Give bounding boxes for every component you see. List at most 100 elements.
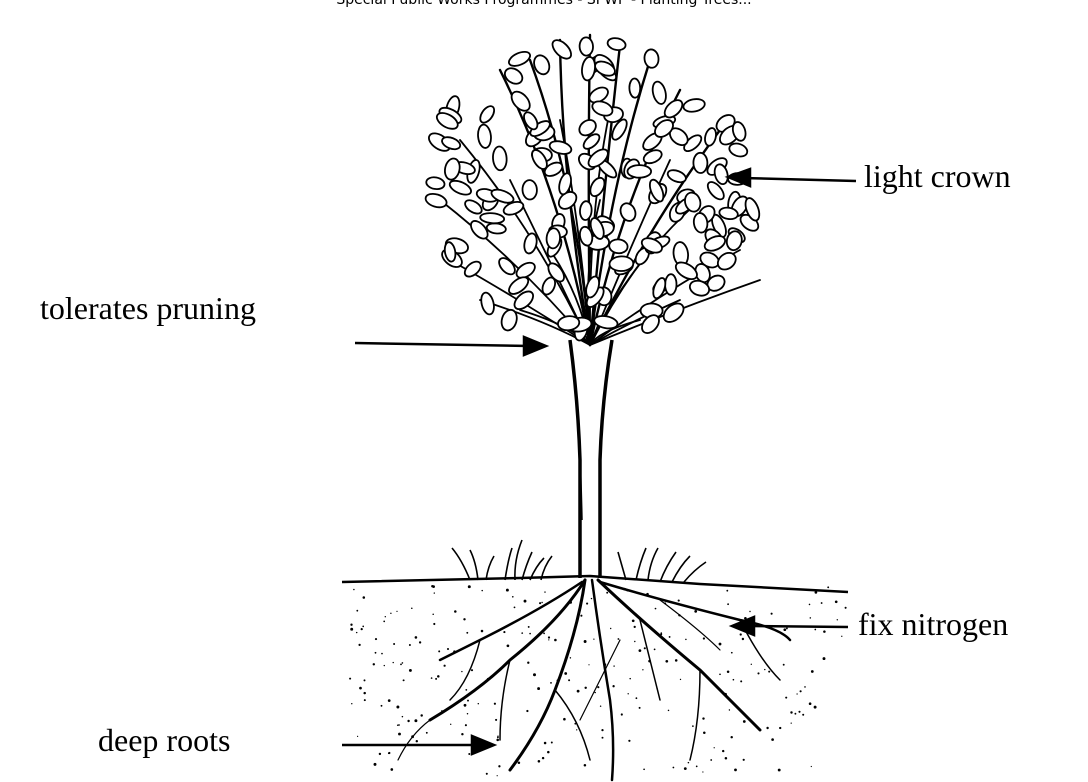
soil-speck: [786, 627, 788, 629]
soil-speck: [539, 602, 541, 604]
soil-speck: [586, 603, 588, 605]
leaf: [609, 256, 633, 271]
soil-speck: [396, 706, 399, 709]
leaf: [666, 168, 688, 185]
soil-speck: [529, 633, 531, 635]
soil-speck: [468, 585, 471, 588]
soil-speck: [518, 762, 521, 765]
soil-speck: [668, 710, 670, 712]
soil-speck: [714, 747, 715, 748]
soil-speck: [437, 675, 440, 678]
soil-speck: [811, 670, 814, 673]
leaf: [546, 228, 561, 249]
soil-speck: [548, 636, 550, 638]
soil-speck: [393, 643, 395, 645]
soil-speck: [665, 660, 668, 663]
soil-speck: [373, 663, 375, 665]
soil-speck: [678, 600, 680, 602]
soil-speck: [602, 737, 604, 739]
soil-speck: [779, 727, 781, 729]
soil-speck: [644, 647, 646, 649]
soil-speck: [388, 753, 389, 754]
tree-roots: [398, 580, 790, 780]
leaf: [665, 274, 677, 295]
soil-speck: [528, 626, 530, 628]
soil-speck: [790, 711, 792, 713]
soil-speck: [450, 724, 451, 725]
leaf: [522, 232, 538, 255]
soil-speck: [494, 703, 496, 705]
soil-speck: [351, 703, 352, 704]
soil-speck: [444, 665, 446, 667]
soil-speck: [685, 639, 687, 641]
soil-speck: [719, 673, 721, 675]
soil-speck: [621, 713, 623, 715]
soil-speck: [815, 591, 818, 594]
soil-speck: [465, 724, 467, 726]
soil-speck: [584, 764, 587, 767]
soil-speck: [702, 717, 704, 719]
soil-speck: [407, 720, 409, 722]
soil-speck: [447, 648, 449, 650]
soil-speck: [703, 731, 706, 734]
soil-speck: [588, 664, 589, 665]
soil-speck: [597, 686, 599, 688]
soil-speck: [468, 753, 470, 755]
soil-speck: [526, 710, 528, 712]
leaf: [644, 49, 660, 69]
soil-speck: [358, 644, 360, 646]
soil-speck: [809, 702, 812, 705]
soil-speck: [398, 733, 401, 736]
soil-speck: [766, 727, 768, 729]
soil-speck: [381, 705, 383, 707]
soil-speck: [548, 639, 549, 640]
leaf: [463, 197, 484, 216]
soil-speck: [639, 649, 642, 652]
soil-speck: [601, 729, 603, 731]
soil-speck: [675, 659, 678, 662]
soil-speck: [794, 713, 796, 715]
soil-speck: [757, 672, 759, 674]
soil-speck: [538, 760, 541, 763]
label-deep-roots: deep roots: [98, 724, 230, 756]
soil-speck: [434, 592, 435, 593]
soil-speck: [533, 673, 536, 676]
soil-speck: [727, 603, 729, 605]
soil-speck: [432, 613, 434, 615]
soil-speck: [576, 729, 577, 730]
leaf: [549, 37, 574, 62]
soil-speck: [481, 590, 482, 591]
soil-speck: [837, 619, 838, 620]
soil-speck: [461, 671, 462, 672]
soil-speck: [749, 611, 750, 612]
soil-speck: [393, 662, 394, 663]
soil-speck: [403, 679, 405, 681]
soil-speck: [547, 751, 550, 754]
soil-speck: [796, 693, 797, 694]
soil-speck: [431, 677, 433, 679]
soil-speck: [357, 736, 358, 737]
soil-speck: [363, 692, 365, 694]
soil-speck: [414, 719, 417, 722]
soil-speck: [521, 632, 523, 634]
soil-speck: [751, 664, 752, 665]
soil-speck: [771, 613, 773, 615]
soil-speck: [634, 641, 635, 642]
leaf: [443, 157, 462, 181]
soil-speck: [361, 628, 363, 630]
leaf: [693, 153, 707, 173]
soil-speck: [374, 763, 377, 766]
label-tolerates-pruning: tolerates pruning: [40, 292, 256, 324]
soil-speck: [497, 736, 499, 738]
soil-speck: [542, 757, 544, 759]
soil-speck: [402, 716, 404, 718]
soil-speck: [496, 739, 499, 742]
soil-speck: [390, 768, 393, 771]
soil-speck: [478, 703, 479, 704]
leaf: [609, 238, 629, 254]
leaf: [703, 127, 717, 147]
soil-speck: [688, 762, 690, 764]
leaf: [629, 78, 640, 98]
soil-speck: [390, 613, 391, 614]
soil-speck: [438, 650, 440, 652]
